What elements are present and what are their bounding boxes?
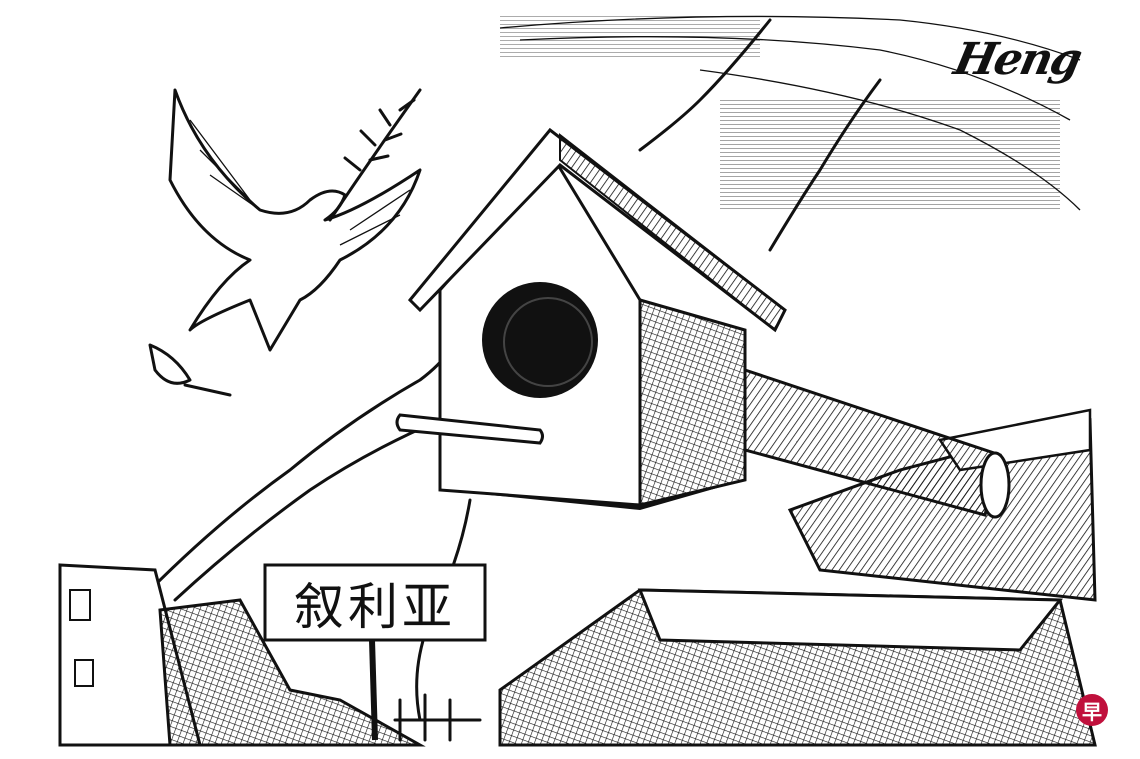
- dove-with-olive-branch: [148, 88, 422, 397]
- birdhouse: [395, 127, 787, 510]
- publisher-logo: 早: [1076, 694, 1108, 726]
- sign-label: 叙利亚: [294, 578, 456, 636]
- feather: [148, 343, 232, 397]
- birdhouse-perch: [395, 413, 544, 445]
- birdhouse-hole: [482, 282, 598, 398]
- artist-signature: Heng: [949, 34, 1085, 85]
- tank: [498, 408, 1097, 747]
- syria-sign: [263, 563, 487, 741]
- tank-barrel: [743, 367, 1011, 519]
- ruined-buildings: [58, 563, 482, 747]
